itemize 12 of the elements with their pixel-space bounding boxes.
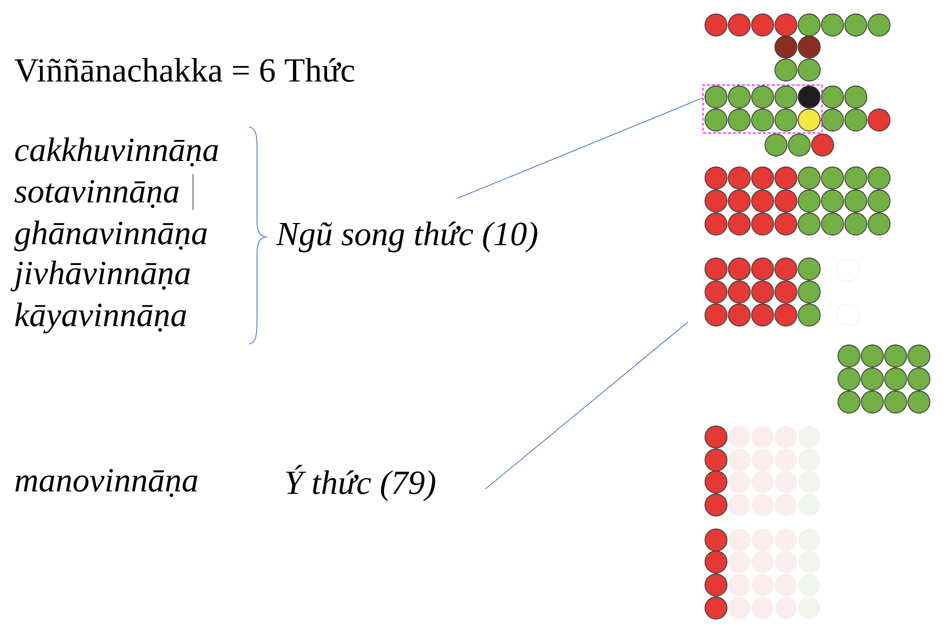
term-label: Ý thức (79) — [286, 464, 436, 502]
connector-line — [485, 322, 688, 490]
term-label: kāyavinnāṇa — [15, 302, 186, 334]
term-label: sotavinnāṇa — [14, 180, 179, 208]
term-label: manovinnāṇa — [15, 468, 198, 498]
title: Viññānachakka = 6 Thức — [14, 58, 354, 82]
connector-line — [456, 98, 703, 199]
term-label: jivhāvinnāṇa — [10, 260, 190, 292]
term-label: Ngũ song thức (10) — [276, 222, 538, 252]
term-label: ghānavinnāṇa — [14, 220, 207, 252]
term-label: cakkhuvinnāṇa — [15, 137, 218, 167]
highlight-box — [702, 84, 822, 134]
